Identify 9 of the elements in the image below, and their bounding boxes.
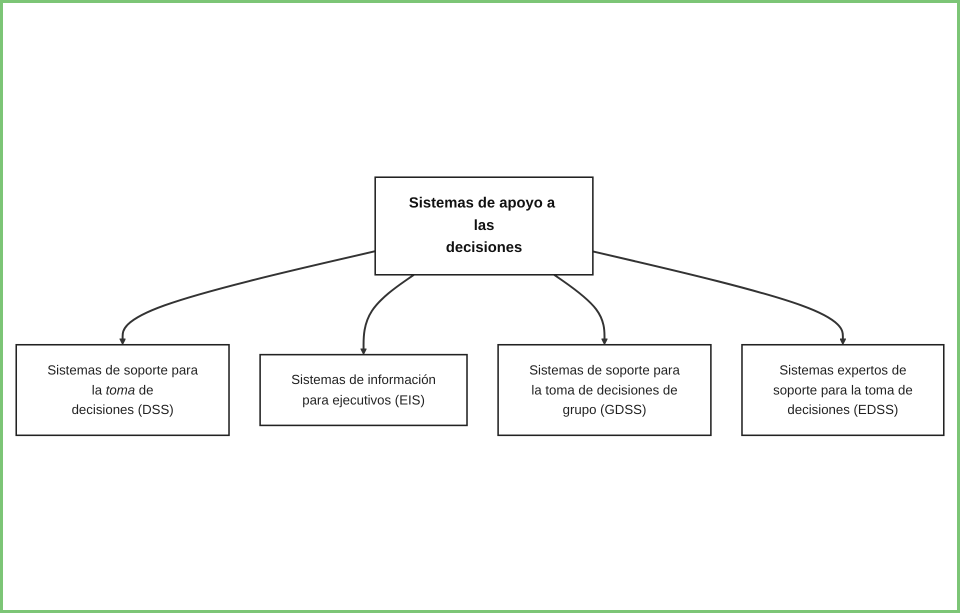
arrow	[360, 274, 414, 356]
node-box: Sistemas de soporte para la toma de decisiones de grupo (GDSS)	[497, 344, 712, 436]
node-box: Sistemas de información para ejecutivos (EIS)	[259, 354, 468, 426]
node-box: Sistemas expertos de soporte para la toma de decisiones (EDSS)	[741, 344, 945, 436]
node-box: Sistemas de soporte para la toma de decisiones (DSS)	[15, 344, 230, 436]
arrow	[592, 250, 846, 346]
arrow	[119, 250, 376, 346]
arrow	[554, 274, 608, 346]
node-box: Sistemas de apoyo a las decisiones	[374, 176, 594, 276]
